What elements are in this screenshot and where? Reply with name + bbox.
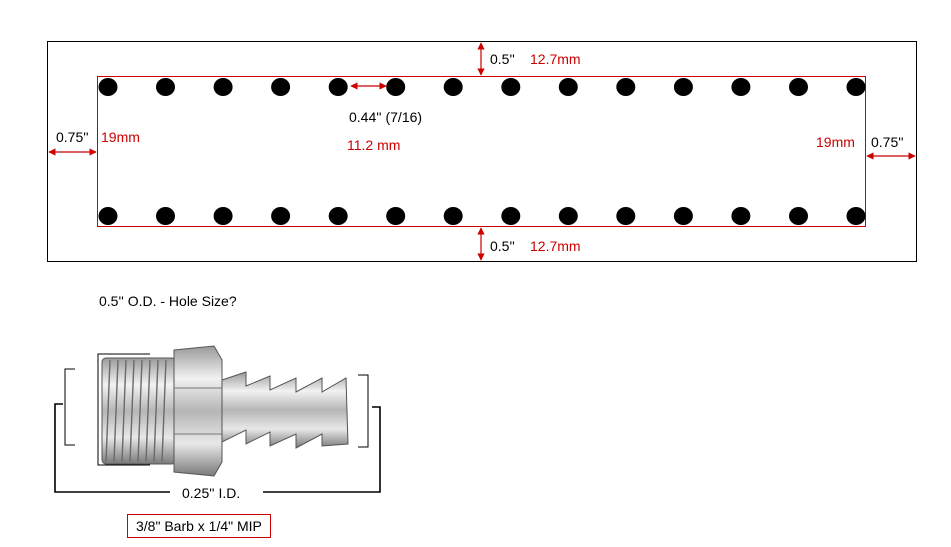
hole [558,78,578,96]
top-margin-inch-label: 0.5'' [490,51,515,67]
plate-outline [47,41,917,262]
outer-diameter-question-label: 0.5'' O.D. - Hole Size? [99,293,237,309]
part-name-label: 3/8" Barb x 1/4" MIP [136,518,262,534]
right-margin-inch-label: 0.75'' [871,134,904,150]
hole-spacing-mm-label: 11.2 mm [347,137,401,153]
hole [731,207,751,225]
hole [271,78,291,96]
hole [558,207,578,225]
right-margin-mm-label: 19mm [816,134,855,150]
hole [673,78,693,96]
hole [443,78,463,96]
hole [328,207,348,225]
hole [501,207,521,225]
hole-grid [98,78,866,225]
top-margin-mm-label: 12.7mm [530,51,581,67]
hole [616,78,636,96]
hole [386,78,406,96]
hole-spacing-inch-label: 0.44'' (7/16) [349,109,423,125]
bottom-margin-inch-label: 0.5'' [490,238,515,254]
part-name-box: 3/8" Barb x 1/4" MIP [127,514,271,538]
hole [443,207,463,225]
hose-barb-fitting-icon [101,345,349,477]
left-margin-mm-label: 19mm [101,129,140,145]
fitting-od-brackets [64,353,369,466]
hole [156,78,175,96]
hole [616,207,636,225]
hole [789,207,808,225]
hole [213,207,233,225]
left-margin-inch-label: 0.75'' [56,129,89,145]
hole-area-outline [97,76,866,227]
hole [98,207,118,225]
hole [501,78,521,96]
hole [213,78,233,96]
hole [156,207,175,225]
hole [98,78,118,96]
hole [386,207,406,225]
hole [789,78,808,96]
hole [328,78,348,96]
hole [673,207,693,225]
hole [846,78,866,96]
inner-diameter-label: 0.25'' I.D. [182,485,241,501]
id-leader-line [54,403,381,493]
hole [846,207,866,225]
hole [271,207,291,225]
bottom-margin-mm-label: 12.7mm [530,238,581,254]
hole [731,78,751,96]
